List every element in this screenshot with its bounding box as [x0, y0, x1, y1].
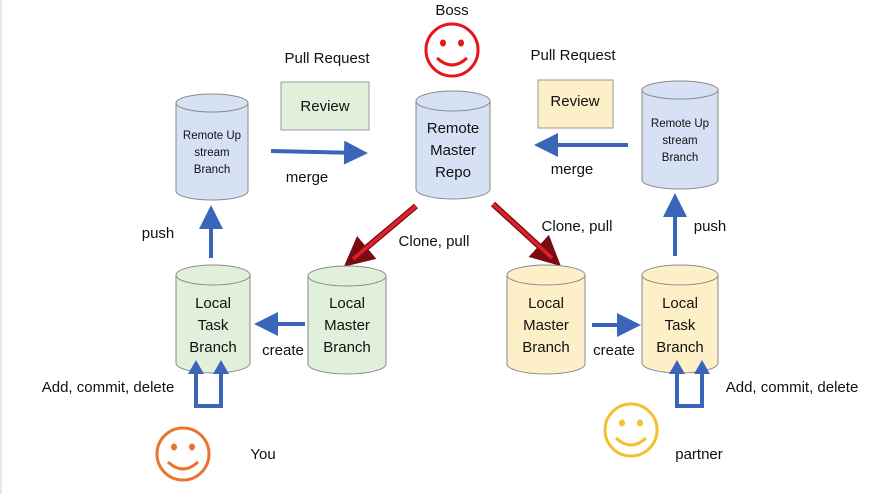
right-pull-request-label: Pull Request	[530, 47, 616, 64]
left-upstream-line-1: Remote Up	[183, 130, 241, 142]
right-review-label: Review	[550, 93, 599, 110]
right-clone-arrow	[490, 201, 561, 267]
right-local-master-line-2: Master	[523, 317, 569, 334]
partner-smiley-icon	[603, 402, 659, 458]
right-local-master-line-1: Local	[528, 295, 564, 312]
remote-master-cylinder	[415, 90, 491, 200]
remote-master-line-1: Remote	[427, 120, 480, 137]
left-upstream-cylinder	[175, 93, 249, 201]
you-label: You	[250, 446, 275, 463]
you-smiley-icon	[155, 426, 211, 482]
right-review-box	[537, 79, 614, 129]
right-local-task-line-3: Branch	[656, 339, 704, 356]
left-push-label: push	[142, 225, 175, 242]
left-local-master-line-2: Master	[324, 317, 370, 334]
right-local-task-line-1: Local	[662, 295, 698, 312]
right-upstream-line-1: Remote Up	[651, 118, 709, 130]
left-commit-loop-arrow	[188, 360, 229, 408]
boss-label: Boss	[435, 2, 468, 19]
partner-label: partner	[675, 446, 723, 463]
right-commit-loop-arrow	[669, 360, 710, 408]
left-merge-label: merge	[286, 169, 329, 186]
right-local-master-cylinder	[506, 264, 586, 375]
left-local-task-cylinder	[175, 264, 251, 374]
right-create-label: create	[593, 342, 635, 359]
left-clone-label: Clone, pull	[399, 233, 470, 250]
right-local-task-cylinder	[641, 264, 719, 374]
right-clone-label: Clone, pull	[542, 218, 613, 235]
left-local-task-line-3: Branch	[189, 339, 237, 356]
left-pull-request-label: Pull Request	[284, 50, 370, 67]
remote-master-line-3: Repo	[435, 164, 471, 181]
left-commit-label: Add, commit, delete	[42, 379, 175, 396]
right-local-task-line-2: Task	[665, 317, 696, 334]
left-local-master-line-1: Local	[329, 295, 365, 312]
right-upstream-line-3: Branch	[662, 152, 698, 164]
right-push-label: push	[694, 218, 727, 235]
left-local-master-line-3: Branch	[323, 339, 371, 356]
right-commit-label: Add, commit, delete	[726, 379, 859, 396]
boss-smiley-icon	[424, 22, 480, 78]
left-local-task-line-1: Local	[195, 295, 231, 312]
left-upstream-line-2: stream	[194, 147, 229, 159]
right-upstream-line-2: stream	[662, 135, 697, 147]
left-merge-arrow	[270, 140, 368, 165]
right-local-master-line-3: Branch	[522, 339, 570, 356]
left-clone-arrow	[343, 203, 418, 267]
left-review-box	[280, 81, 370, 131]
left-local-master-cylinder	[307, 265, 387, 375]
left-review-label: Review	[300, 98, 349, 115]
left-local-task-line-2: Task	[198, 317, 229, 334]
left-create-label: create	[262, 342, 304, 359]
left-upstream-line-3: Branch	[194, 164, 230, 176]
remote-master-line-2: Master	[430, 142, 476, 159]
right-merge-label: merge	[551, 161, 594, 178]
right-upstream-cylinder	[641, 80, 719, 190]
